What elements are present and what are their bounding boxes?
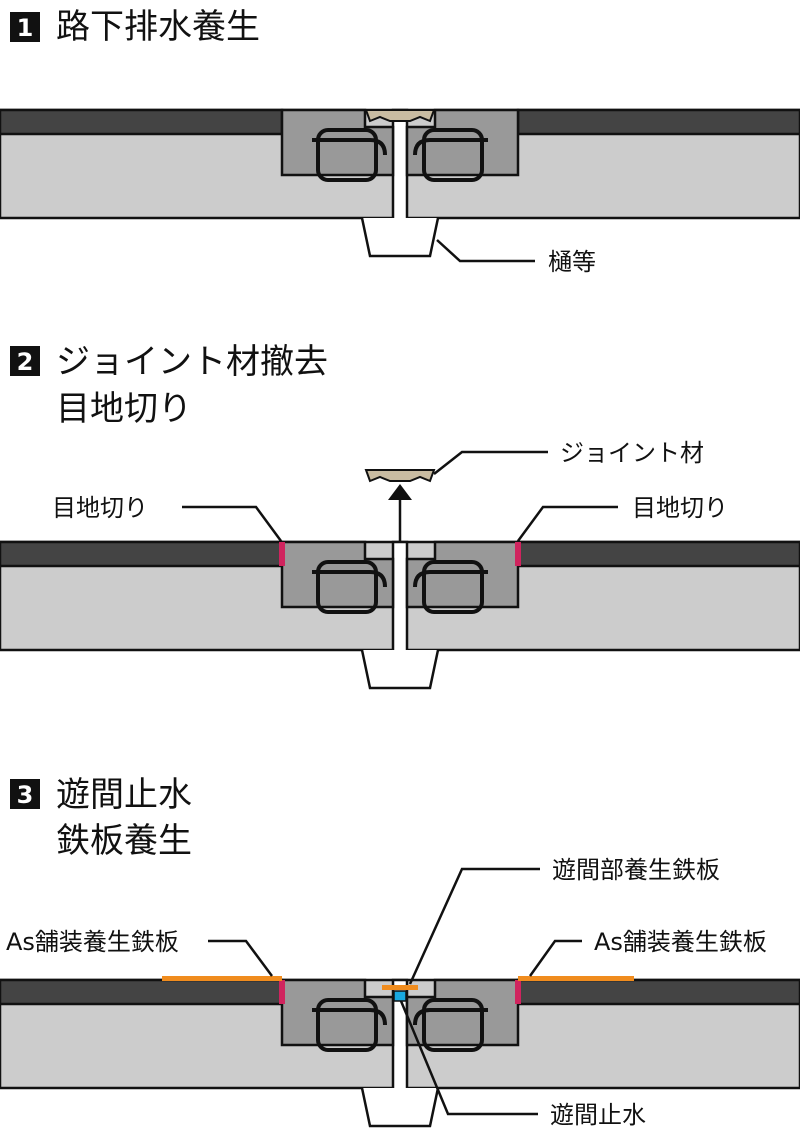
step-2-title-line-2: 目地切り bbox=[56, 389, 192, 429]
as-steel-plate-left bbox=[162, 976, 282, 981]
lift-arrow-head bbox=[388, 484, 412, 500]
step-3-cut-line-right bbox=[515, 980, 521, 1004]
gap-plate-label: 遊間部養生鉄板 bbox=[552, 856, 720, 884]
step-1: 1 路下排水養生 樋等 bbox=[0, 7, 800, 276]
step-2-joint-leader bbox=[433, 450, 548, 475]
step-1-gutter-leader bbox=[436, 239, 535, 263]
gap-plate-leader bbox=[408, 867, 540, 985]
cut-left-label: 目地切り bbox=[52, 494, 148, 522]
step-2-cross-section bbox=[0, 540, 800, 690]
cut-right-leader bbox=[516, 505, 618, 542]
cut-left-leader bbox=[182, 505, 283, 542]
step-2-joint-material bbox=[364, 469, 436, 483]
as-plate-left-label: As舗装養生鉄板 bbox=[6, 928, 179, 956]
joint-material-label: ジョイント材 bbox=[560, 439, 704, 467]
step-3-number-badge bbox=[10, 779, 40, 809]
cut-line-right bbox=[515, 542, 521, 566]
as-plate-right-leader bbox=[528, 939, 582, 977]
step-3-number: 3 bbox=[17, 781, 34, 809]
as-plate-left-leader bbox=[208, 939, 274, 977]
step-3: 3 遊間止水 鉄板養生 遊間部養生鉄板 As舗装養生鉄板 As舗装養生鉄板 遊間… bbox=[0, 775, 800, 1129]
as-steel-plate-right bbox=[518, 976, 634, 981]
gutter-label: 樋等 bbox=[548, 248, 596, 276]
gap-seal-label: 遊間止水 bbox=[550, 1101, 646, 1129]
step-1-number: 1 bbox=[17, 14, 34, 42]
as-plate-right-label: As舗装養生鉄板 bbox=[594, 928, 767, 956]
cut-line-left bbox=[279, 542, 285, 566]
step-1-number-badge bbox=[10, 12, 40, 42]
gap-seal-leader bbox=[399, 1000, 538, 1116]
gap-water-seal bbox=[393, 990, 407, 1002]
step-3-title-line-2: 鉄板養生 bbox=[56, 821, 192, 861]
gap-steel-plate bbox=[382, 985, 418, 990]
step-1-joint-material bbox=[364, 109, 436, 123]
step-3-cross-section bbox=[0, 978, 800, 1128]
cut-right-label: 目地切り bbox=[632, 494, 728, 522]
step-3-cut-line-left bbox=[279, 980, 285, 1004]
step-2: 2 ジョイント材撤去 目地切り ジョイント材 目地切り 目地切り bbox=[0, 342, 800, 690]
step-2-number-badge bbox=[10, 346, 40, 376]
step-2-title-line-1: ジョイント材撤去 bbox=[56, 342, 328, 382]
step-1-title: 路下排水養生 bbox=[56, 7, 260, 47]
step-1-cross-section bbox=[0, 108, 800, 258]
step-3-title-line-1: 遊間止水 bbox=[56, 775, 192, 815]
step-2-number: 2 bbox=[17, 348, 34, 376]
